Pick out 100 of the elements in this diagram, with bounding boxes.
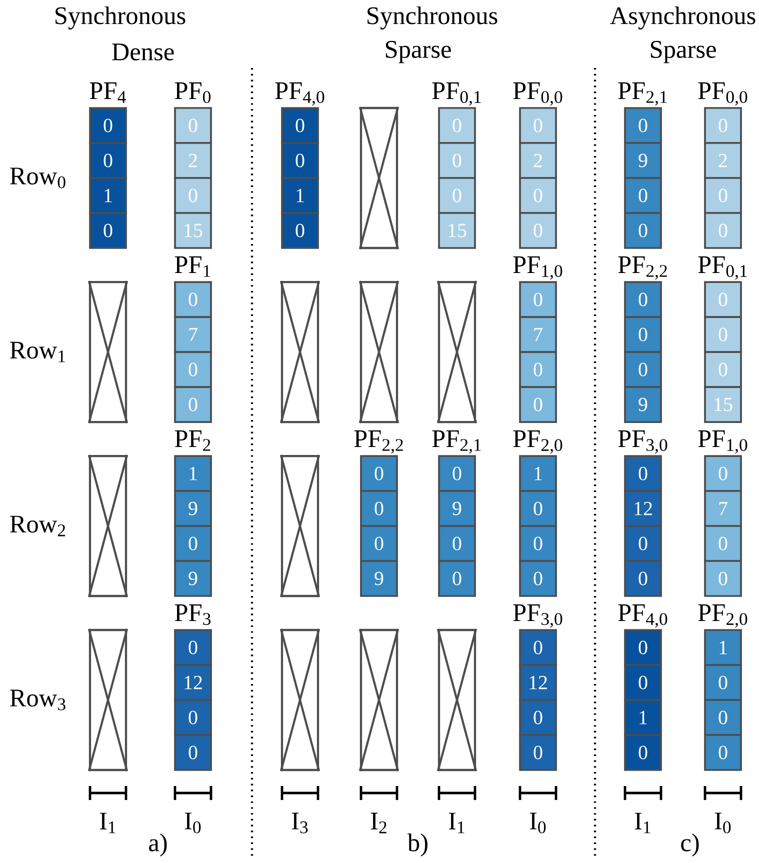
- heading: Dense: [112, 44, 174, 60]
- value-cell: 0: [704, 525, 742, 562]
- value-cell: 0: [519, 351, 557, 388]
- value-cell: 0: [624, 316, 662, 353]
- value-cell: 0: [281, 142, 319, 179]
- crossed-box: [436, 280, 478, 424]
- value-cell: 2: [704, 142, 742, 179]
- panel-label: b): [407, 834, 428, 856]
- value-cell: 0: [519, 107, 557, 144]
- value-cell: 0: [624, 212, 662, 249]
- value-cell: 0: [438, 177, 476, 214]
- heading: Synchronous: [56, 6, 186, 30]
- column-label: PF$_{2,2}$: [354, 430, 403, 454]
- value-cell: 0: [519, 490, 557, 527]
- value-cell: 0: [519, 699, 557, 736]
- interface-label: I$_{2}$: [370, 812, 386, 834]
- value-cell: 12: [519, 664, 557, 701]
- value-cell: 0: [174, 629, 212, 666]
- value-cell: 9: [360, 560, 398, 597]
- value-cell: 0: [704, 177, 742, 214]
- value-cell: 0: [174, 107, 212, 144]
- value-cell: 0: [174, 386, 212, 423]
- value-cell: 9: [174, 490, 212, 527]
- crossed-box: [358, 628, 400, 772]
- value-cell: 7: [519, 316, 557, 353]
- value-cell: 0: [624, 664, 662, 701]
- row-label: Row$_{0}$: [10, 168, 66, 188]
- column-label: PF$_{2}$: [174, 430, 210, 451]
- panel-label: c): [681, 834, 699, 856]
- crossed-box: [436, 628, 478, 772]
- value-cell: 15: [704, 386, 742, 423]
- value-cell: 0: [519, 629, 557, 666]
- crossed-box: [280, 628, 320, 772]
- panel-label: a): [149, 834, 167, 856]
- column-label: PF$_{1}$: [174, 256, 210, 277]
- value-cell: 0: [624, 281, 662, 318]
- value-cell: 0: [438, 107, 476, 144]
- value-cell: 0: [281, 107, 319, 144]
- value-cell: 0: [438, 560, 476, 597]
- interface-label: I$_{1}$: [448, 812, 464, 834]
- value-cell: 1: [89, 177, 127, 214]
- value-cell: 0: [438, 525, 476, 562]
- value-cell: 1: [519, 455, 557, 492]
- value-cell: 9: [624, 142, 662, 179]
- value-cell: 0: [624, 455, 662, 492]
- crossed-box: [280, 280, 320, 424]
- value-cell: 1: [624, 699, 662, 736]
- heading: Sparse: [386, 40, 451, 64]
- crossed-box: [358, 280, 400, 424]
- column-label: PF$_{2,1}$: [618, 82, 667, 106]
- interface-label: I$_{0}$: [184, 812, 201, 834]
- value-cell: 0: [174, 351, 212, 388]
- column-label: PF$_{0,1}$: [698, 256, 747, 280]
- value-cell: 0: [89, 107, 127, 144]
- column-label: PF$_{0,1}$: [432, 82, 481, 106]
- value-cell: 1: [704, 629, 742, 666]
- crossed-box: [88, 628, 128, 772]
- column-label: PF$_{4}$: [90, 82, 126, 103]
- value-cell: 0: [704, 664, 742, 701]
- value-cell: 0: [624, 107, 662, 144]
- value-cell: 2: [519, 142, 557, 179]
- value-cell: 0: [519, 212, 557, 249]
- value-cell: 1: [281, 177, 319, 214]
- value-cell: 12: [174, 664, 212, 701]
- crossed-box: [88, 454, 128, 598]
- value-cell: 7: [704, 490, 742, 527]
- value-cell: 0: [704, 107, 742, 144]
- value-cell: 2: [174, 142, 212, 179]
- value-cell: 0: [174, 525, 212, 562]
- row-label: Row$_{2}$: [10, 516, 66, 536]
- column-label: PF$_{4,0}$: [275, 82, 324, 106]
- value-cell: 1: [174, 455, 212, 492]
- value-cell: 0: [174, 734, 212, 771]
- column-label: PF$_{2,0}$: [513, 430, 562, 454]
- heading: Asynchronous: [610, 6, 756, 30]
- interface-label: I$_{1}$: [634, 812, 650, 834]
- column-label: PF$_{0,0}$: [513, 82, 562, 106]
- value-cell: 0: [624, 629, 662, 666]
- value-cell: 0: [624, 177, 662, 214]
- value-cell: 0: [704, 734, 742, 771]
- value-cell: 12: [624, 490, 662, 527]
- crossed-box: [88, 280, 128, 424]
- heading: Sparse: [650, 40, 716, 64]
- value-cell: 0: [519, 734, 557, 771]
- interface-label: I$_{0}$: [530, 812, 546, 834]
- value-cell: 0: [519, 281, 557, 318]
- value-cell: 7: [174, 316, 212, 353]
- column-label: PF$_{4,0}$: [618, 604, 668, 628]
- row-label: Row$_{3}$: [10, 690, 66, 710]
- value-cell: 0: [704, 560, 742, 597]
- interface-label: I$_{3}$: [292, 812, 308, 834]
- value-cell: 0: [519, 177, 557, 214]
- value-cell: 15: [174, 212, 212, 249]
- column-label: PF$_{3}$: [174, 604, 210, 625]
- value-cell: 0: [704, 316, 742, 353]
- value-cell: 0: [704, 455, 742, 492]
- value-cell: 0: [704, 351, 742, 388]
- value-cell: 0: [624, 525, 662, 562]
- row-label: Row$_{1}$: [10, 342, 65, 362]
- value-cell: 0: [624, 560, 662, 597]
